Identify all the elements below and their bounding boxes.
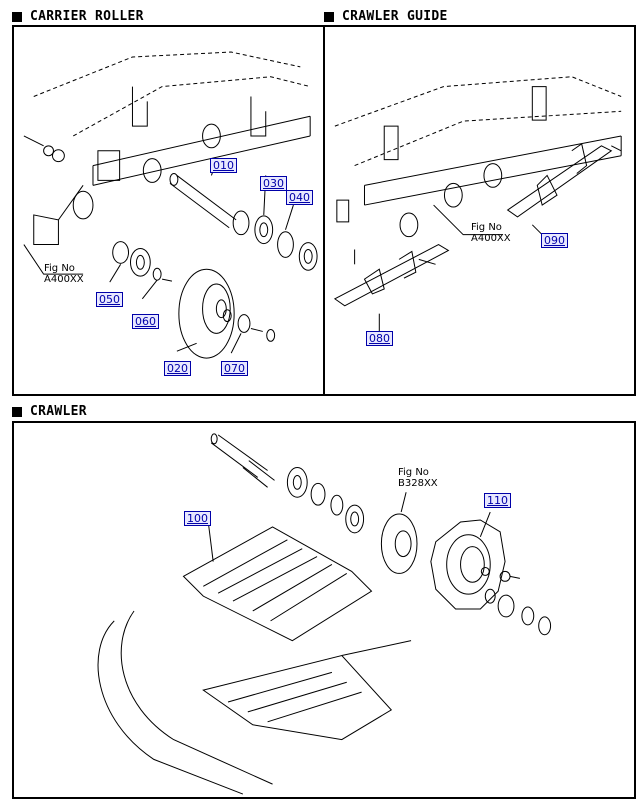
carrier-roller-panel: Fig No A400XX 010 030 040 050 060 020 07… [12, 25, 325, 396]
crawler-panel: Fig No B328XX 100 110 [12, 421, 636, 799]
fig-ref: Fig No A400XX [471, 222, 511, 244]
carrier-roller-title: CARRIER ROLLER [12, 9, 144, 24]
carrier-roller-diagram [14, 27, 323, 394]
section-bullet-icon [324, 11, 334, 22]
fig-ref: Fig No A400XX [44, 263, 84, 285]
crawler-guide-panel: Fig No A400XX 090 080 [323, 25, 636, 396]
section-bullet-icon [12, 11, 22, 22]
crawler-diagram [14, 423, 634, 797]
crawler-guide-diagram [325, 27, 634, 394]
crawler-guide-title: CRAWLER GUIDE [324, 9, 448, 24]
callout-050[interactable]: 050 [96, 292, 123, 307]
callout-080[interactable]: 080 [366, 331, 393, 346]
callout-010[interactable]: 010 [210, 158, 237, 173]
callout-090[interactable]: 090 [541, 233, 568, 248]
callout-060[interactable]: 060 [132, 314, 159, 329]
fig-ref: Fig No B328XX [398, 467, 438, 489]
crawler-title: CRAWLER [12, 404, 87, 419]
section-bullet-icon [12, 406, 22, 417]
callout-070[interactable]: 070 [221, 361, 248, 376]
callout-040[interactable]: 040 [286, 190, 313, 205]
callout-030[interactable]: 030 [260, 176, 287, 191]
callout-020[interactable]: 020 [164, 361, 191, 376]
callout-110[interactable]: 110 [484, 493, 511, 508]
callout-100[interactable]: 100 [184, 511, 211, 526]
